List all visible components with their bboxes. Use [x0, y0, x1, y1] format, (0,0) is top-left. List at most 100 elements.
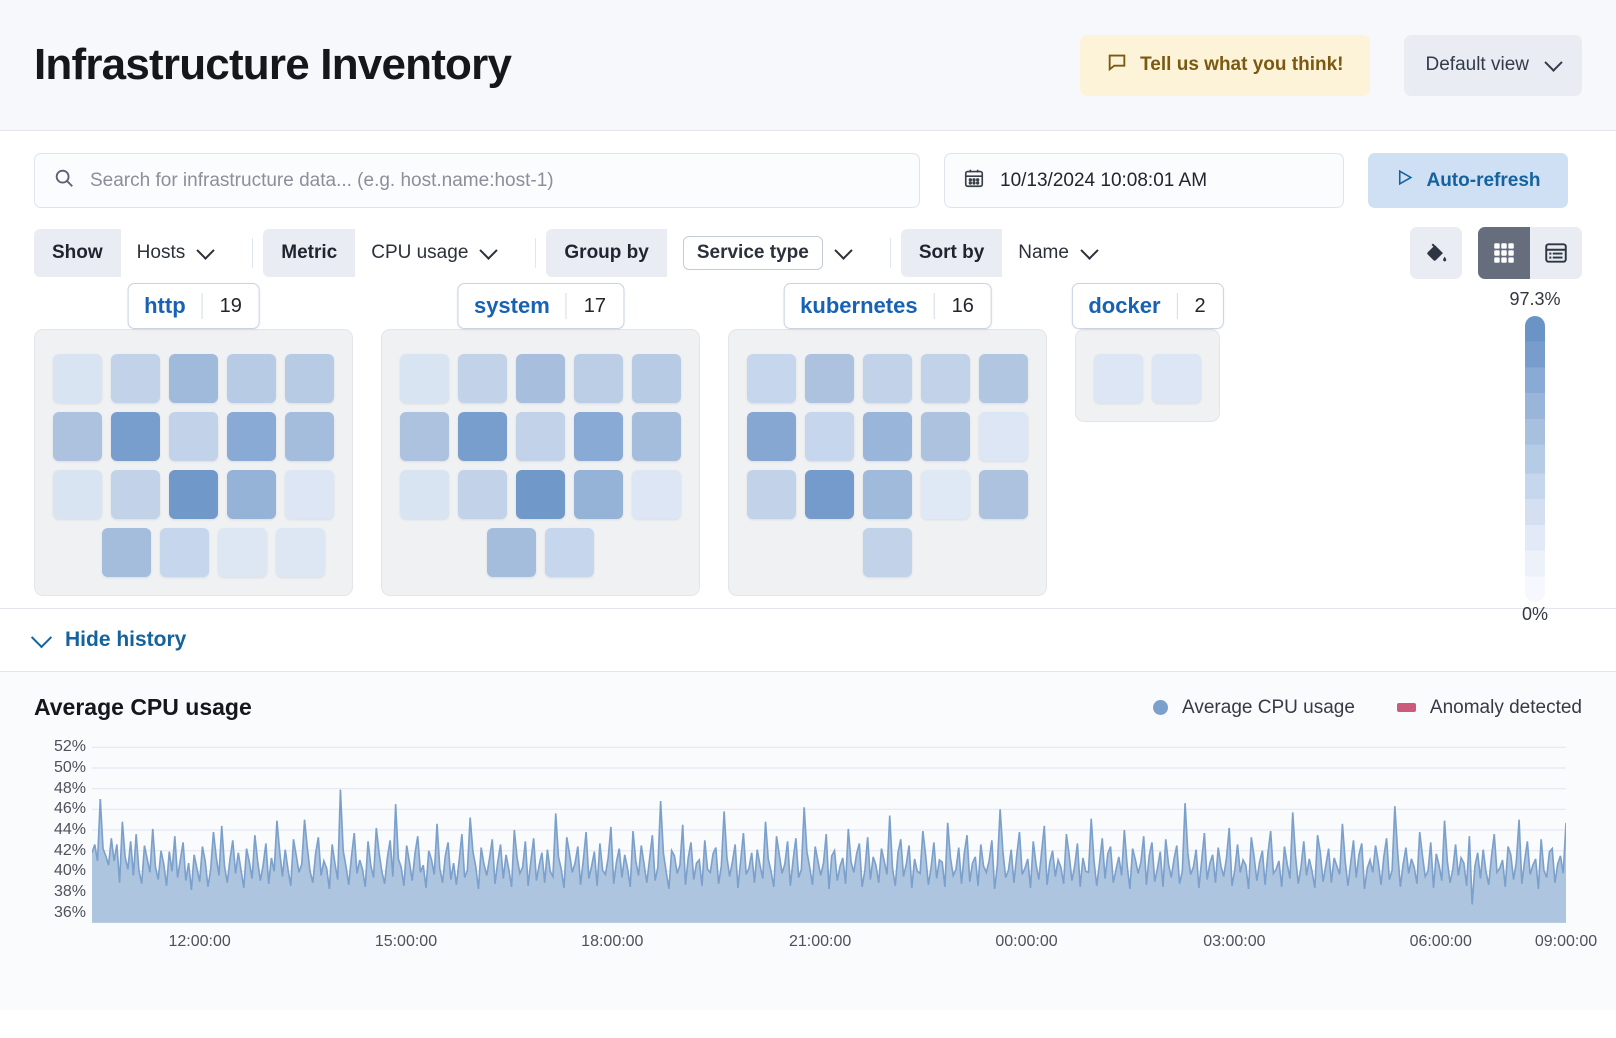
x-tick-label: 00:00:00 — [995, 933, 1058, 950]
heatmap-cell[interactable] — [516, 412, 565, 461]
heatmap-cell[interactable] — [632, 470, 681, 519]
feedback-button[interactable]: Tell us what you think! — [1080, 34, 1370, 96]
heatmap-cell[interactable] — [921, 412, 970, 461]
heatmap-cell[interactable] — [111, 470, 160, 519]
heatmap-cell[interactable] — [53, 470, 102, 519]
date-picker[interactable]: 10/13/2024 10:08:01 AM — [944, 153, 1344, 208]
heatmap-cell[interactable] — [545, 528, 594, 577]
x-tick-label: 12:00:00 — [168, 933, 231, 950]
heatmap-cell[interactable] — [285, 470, 334, 519]
chart-y-axis: 52%50%48%46%44%42%40%38%36% — [34, 737, 86, 923]
heatmap-cell[interactable] — [863, 412, 912, 461]
heatmap-cell[interactable] — [400, 412, 449, 461]
x-tick-label: 09:00:00 — [1534, 933, 1598, 950]
heatmap-cell[interactable] — [863, 470, 912, 519]
heatmap-cell[interactable] — [574, 470, 623, 519]
heatmap-cell[interactable] — [979, 354, 1028, 403]
heatmap-cell[interactable] — [574, 412, 623, 461]
search-input[interactable]: Search for infrastructure data... (e.g. … — [34, 153, 920, 208]
heatmap-cell[interactable] — [458, 412, 507, 461]
heatmap-cell[interactable] — [632, 354, 681, 403]
heatmap-cell[interactable] — [227, 354, 276, 403]
chart-series-area[interactable] — [91, 737, 1567, 924]
heatmap-cell[interactable] — [285, 354, 334, 403]
filter-value-control[interactable]: CPU usage — [355, 229, 511, 277]
heatmap-cell[interactable] — [516, 470, 565, 519]
heatmap-cell[interactable] — [805, 470, 854, 519]
heatmap-cell[interactable] — [516, 354, 565, 403]
legend-gradient-bar — [1525, 316, 1545, 602]
filter-value-control[interactable]: Hosts — [121, 229, 229, 277]
heatmap-cell[interactable] — [805, 412, 854, 461]
heatmap-cell[interactable] — [111, 412, 160, 461]
hide-history-toggle[interactable]: Hide history — [0, 609, 1616, 672]
heatmap-cell[interactable] — [747, 412, 796, 461]
heatmap-cell[interactable] — [1152, 354, 1201, 403]
heatmap-cell[interactable] — [227, 470, 276, 519]
chart-area-fill — [92, 789, 1566, 923]
heatmap-row — [1094, 354, 1201, 403]
heatmap-cell[interactable] — [979, 412, 1028, 461]
chevron-down-icon — [196, 240, 215, 260]
heatmap-cell[interactable] — [863, 354, 912, 403]
heatmap-row — [747, 354, 1028, 403]
heatmap-cell[interactable] — [863, 528, 912, 577]
table-view-icon[interactable] — [1530, 227, 1582, 279]
filter-value: Name — [1018, 242, 1069, 263]
heatmap-cell[interactable] — [160, 528, 209, 577]
filter-separator — [535, 238, 537, 268]
heatmap-cell[interactable] — [227, 412, 276, 461]
legend-item-average-cpu-usage[interactable]: Average CPU usage — [1153, 697, 1355, 719]
paint-bucket-icon[interactable] — [1410, 227, 1462, 279]
heatmap-cell[interactable] — [218, 528, 267, 577]
filter-value: Service type — [682, 236, 823, 270]
heatmap-cell[interactable] — [169, 470, 218, 519]
auto-refresh-button[interactable]: Auto-refresh — [1368, 153, 1568, 208]
legend-item-anomaly-detected[interactable]: Anomaly detected — [1396, 697, 1582, 719]
badge-divider — [933, 293, 935, 319]
heatmap-row — [747, 470, 1028, 519]
heatmap-row — [747, 412, 1028, 461]
heatmap-cell[interactable] — [805, 354, 854, 403]
heatmap-cell[interactable] — [53, 412, 102, 461]
heatmap-cell[interactable] — [921, 470, 970, 519]
filter-label: Metric — [263, 229, 356, 277]
x-tick-label: 03:00:00 — [1203, 933, 1266, 950]
heatmap-cell[interactable] — [574, 354, 623, 403]
heatmap-cell[interactable] — [458, 354, 507, 403]
filter-value-control[interactable]: Service type — [667, 229, 866, 277]
heatmap-cell[interactable] — [276, 528, 325, 577]
heatmap-cell[interactable] — [169, 354, 218, 403]
group-cells — [728, 329, 1047, 596]
heatmap-cell[interactable] — [400, 354, 449, 403]
heatmap-row — [53, 470, 334, 519]
heatmap-cell[interactable] — [169, 412, 218, 461]
heatmap-cell[interactable] — [458, 470, 507, 519]
default-view-button[interactable]: Default view — [1403, 34, 1582, 96]
heatmap-cell[interactable] — [632, 412, 681, 461]
heatmap-cell[interactable] — [111, 354, 160, 403]
group-name: kubernetes — [800, 293, 918, 318]
heatmap-cell[interactable] — [747, 470, 796, 519]
heatmap-cell[interactable] — [487, 528, 536, 577]
heatmap-cell[interactable] — [747, 354, 796, 403]
heatmap-cell[interactable] — [102, 528, 151, 577]
heatmap-cell[interactable] — [979, 470, 1028, 519]
chevron-down-icon — [1080, 240, 1099, 260]
hide-history-label: Hide history — [65, 628, 187, 651]
heatmap-cell[interactable] — [921, 354, 970, 403]
heatmap-cell[interactable] — [285, 412, 334, 461]
filter-value-control[interactable]: Name — [1002, 229, 1112, 277]
heatmap-cell[interactable] — [400, 470, 449, 519]
group-cells — [381, 329, 700, 596]
grid-view-icon[interactable] — [1478, 227, 1530, 279]
heatmap-cell[interactable] — [1094, 354, 1143, 403]
heatmap-cell[interactable] — [53, 354, 102, 403]
